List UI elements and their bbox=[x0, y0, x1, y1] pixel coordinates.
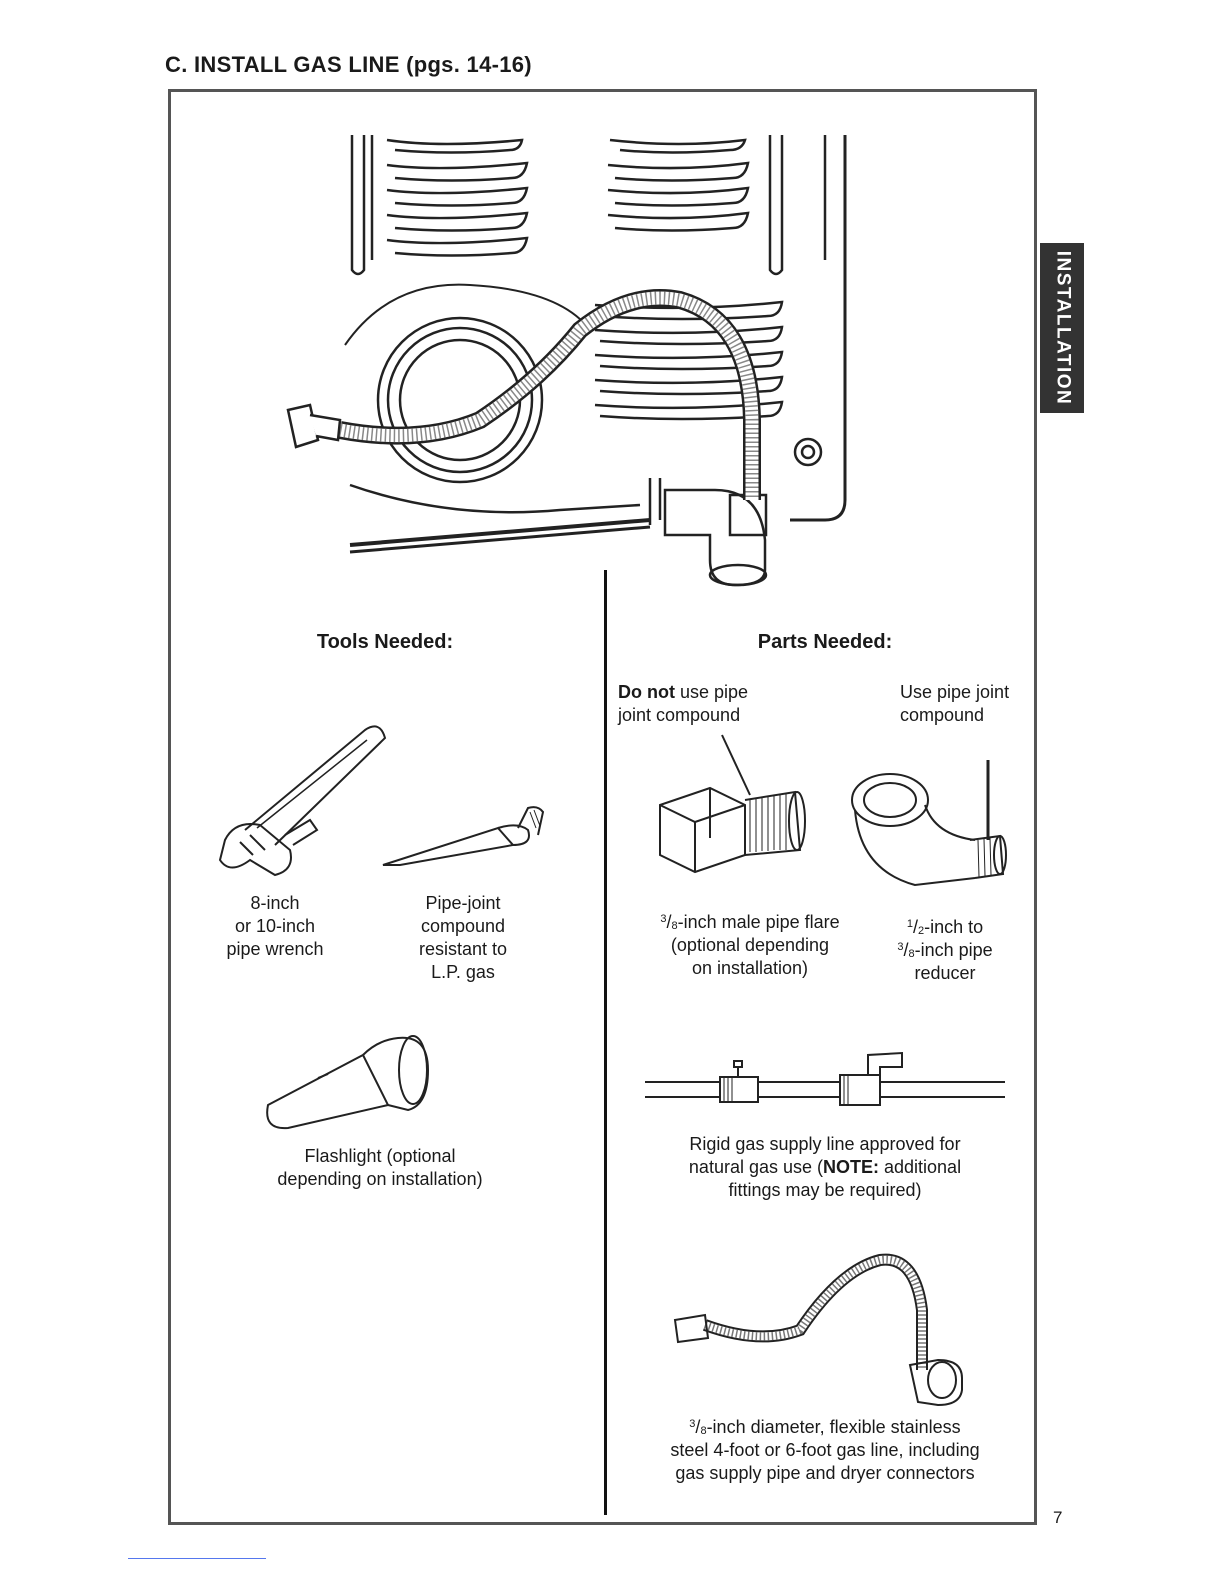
flex-line-caption-line1: -inch diameter, flexible stainless bbox=[706, 1417, 961, 1437]
flashlight-icon bbox=[266, 1035, 430, 1130]
reducer-frac1-num: 1 bbox=[906, 918, 913, 930]
flare-note-rest: use pipe bbox=[674, 682, 749, 702]
content-frame bbox=[168, 89, 1037, 1525]
male-pipe-flare-icon bbox=[659, 734, 806, 874]
flare-frac-den: 8 bbox=[671, 920, 678, 932]
rigid-gas-line-icon bbox=[645, 1051, 1005, 1106]
flare-frac-num: 3 bbox=[660, 913, 667, 925]
flare-note: Do not use pipe joint compound bbox=[618, 681, 818, 727]
flex-line-caption-line2: steel 4-foot or 6-foot gas line, includi… bbox=[670, 1440, 980, 1460]
flare-note-bold: Do not bbox=[618, 682, 675, 702]
reducer-frac2-num: 3 bbox=[897, 941, 904, 953]
flexible-gas-line-icon bbox=[673, 1253, 963, 1407]
flare-caption-line2: (optional depending bbox=[670, 935, 830, 955]
rigid-line-caption-line1: Rigid gas supply line approved for bbox=[689, 1134, 961, 1154]
wrench-caption-line3: pipe wrench bbox=[226, 939, 324, 959]
flex-line-caption: 3/8-inch diameter, flexible stainless st… bbox=[630, 1416, 1020, 1485]
compound-caption-line1: Pipe-joint bbox=[425, 893, 501, 913]
column-divider bbox=[604, 570, 607, 1515]
rigid-line-caption-post: additional bbox=[879, 1157, 962, 1177]
reducer-frac2-den: 8 bbox=[908, 948, 915, 960]
dryer-gas-connection-illustration bbox=[286, 135, 847, 587]
footer-link-underline[interactable] bbox=[128, 1558, 266, 1559]
flashlight-caption: Flashlight (optional depending on instal… bbox=[230, 1145, 530, 1191]
reducer-note-line2: compound bbox=[900, 705, 985, 725]
flashlight-caption-line1: Flashlight (optional bbox=[304, 1146, 456, 1166]
pipe-reducer-icon bbox=[851, 760, 1007, 887]
parts-needed-heading: Parts Needed: bbox=[757, 631, 893, 653]
reducer-frac1-den: 2 bbox=[917, 925, 925, 937]
flare-note-line2: joint compound bbox=[618, 705, 741, 725]
compound-caption-line4: L.P. gas bbox=[431, 962, 495, 982]
compound-caption-line3: resistant to bbox=[418, 939, 508, 959]
pipe-joint-compound-icon bbox=[382, 806, 545, 866]
flex-frac-den: 8 bbox=[700, 1425, 707, 1437]
tools-needed-heading: Tools Needed: bbox=[316, 631, 454, 653]
section-heading: C. INSTALL GAS LINE (pgs. 14-16) bbox=[165, 52, 532, 77]
reducer-caption-line2: -inch pipe bbox=[914, 940, 993, 960]
flare-caption-line1: -inch male pipe flare bbox=[677, 912, 840, 932]
flare-caption-line3: on installation) bbox=[691, 958, 809, 978]
rigid-line-note-label: NOTE: bbox=[823, 1157, 879, 1177]
rigid-line-caption-line3: fittings may be required) bbox=[728, 1180, 922, 1200]
flex-frac-num: 3 bbox=[689, 1418, 696, 1430]
wrench-caption-line1: 8-inch bbox=[250, 893, 300, 913]
page-number: 7 bbox=[1053, 1508, 1063, 1527]
reducer-note-line1: Use pipe joint bbox=[900, 682, 1010, 702]
reducer-caption-line1: -inch to bbox=[924, 917, 984, 937]
rigid-line-caption: Rigid gas supply line approved for natur… bbox=[640, 1133, 1010, 1202]
reducer-caption: 1/2-inch to 3/8-inch pipe reducer bbox=[870, 916, 1020, 985]
wrench-caption: 8-inch or 10-inch pipe wrench bbox=[210, 892, 340, 961]
flashlight-caption-line2: depending on installation) bbox=[277, 1169, 483, 1189]
pipe-wrench-icon bbox=[218, 725, 387, 877]
installation-side-tab: INSTALLATION bbox=[1040, 243, 1084, 413]
compound-caption: Pipe-joint compound resistant to L.P. ga… bbox=[393, 892, 533, 984]
flex-line-caption-line3: gas supply pipe and dryer connectors bbox=[675, 1463, 975, 1483]
compound-caption-line2: compound bbox=[420, 916, 506, 936]
rigid-line-caption-pre: natural gas use ( bbox=[688, 1157, 823, 1177]
flare-caption: 3/8-inch male pipe flare (optional depen… bbox=[630, 911, 870, 980]
wrench-caption-line2: or 10-inch bbox=[234, 916, 316, 936]
reducer-caption-line3: reducer bbox=[914, 963, 976, 983]
reducer-note: Use pipe joint compound bbox=[900, 681, 1040, 727]
